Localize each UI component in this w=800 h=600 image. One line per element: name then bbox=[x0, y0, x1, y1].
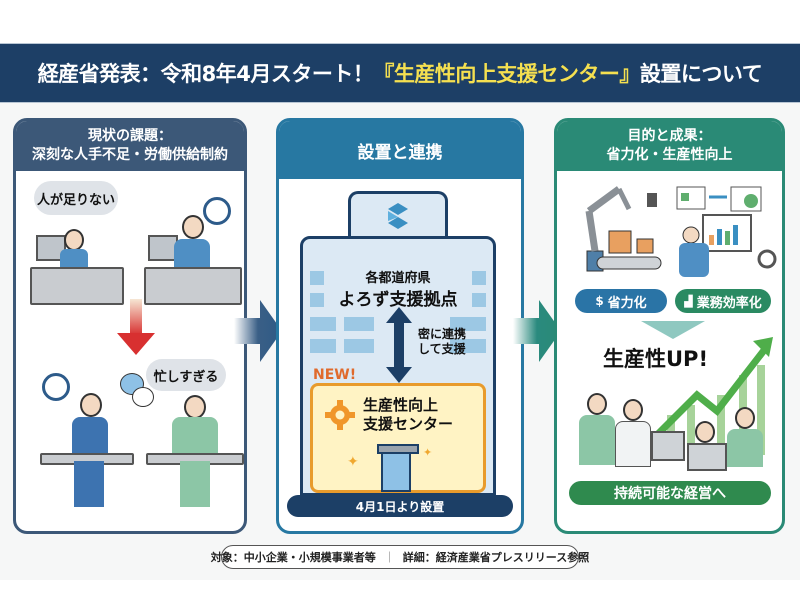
worker-woman-body bbox=[60, 249, 88, 269]
worker-woman-icon bbox=[623, 399, 643, 421]
worker-raising-fist-body bbox=[727, 429, 763, 467]
bubble-busy-text: 忙しすぎる bbox=[153, 369, 219, 385]
window bbox=[310, 293, 324, 307]
window bbox=[344, 339, 374, 353]
hub-label-line2: よろず支援拠点 bbox=[338, 290, 458, 310]
window bbox=[450, 317, 486, 331]
worker-laptop-icon bbox=[695, 421, 715, 443]
footer-detail: 詳細：経済産業省プレスリリース参照 bbox=[402, 551, 590, 564]
coin-hand-icon: $ bbox=[595, 294, 604, 308]
laptop-icon bbox=[687, 443, 727, 471]
window bbox=[450, 339, 486, 353]
window bbox=[310, 271, 324, 285]
right-arrow-icon bbox=[513, 300, 561, 362]
analytics-worker-icon bbox=[676, 186, 777, 277]
factory-worker-body bbox=[172, 417, 218, 457]
panel-current-title-line2: 深刻な人手不足・労働供給制約 bbox=[32, 147, 228, 163]
logo-icon bbox=[388, 203, 408, 229]
panel-goal-header: 目的と成果： 省力化・生産性向上 bbox=[557, 121, 782, 171]
bidirectional-arrow-icon bbox=[386, 307, 412, 383]
clock-icon bbox=[42, 373, 70, 401]
panel-goal-title-line2: 省力化・生産性向上 bbox=[606, 147, 733, 163]
worker-raising-fist-icon bbox=[735, 407, 755, 429]
factory-worker-legs bbox=[180, 461, 210, 507]
pill-efficiency: ▟ 業務効率化 bbox=[675, 289, 771, 313]
center-label-line1: 生産性向上 bbox=[363, 396, 439, 414]
panel-setup-title: 設置と連携 bbox=[357, 142, 443, 163]
window bbox=[344, 317, 374, 331]
bubble-shortage-text: 人が足りない bbox=[36, 192, 115, 208]
monitor-icon bbox=[651, 431, 685, 461]
hub-label-line1: 各都道府県 bbox=[365, 271, 431, 286]
footer-separator: ｜ bbox=[383, 551, 395, 564]
desk-icon bbox=[144, 267, 242, 305]
panel-goal-title-line1: 目的と成果： bbox=[627, 128, 712, 144]
productivity-up-headline: 生産性UP! bbox=[603, 347, 709, 371]
down-arrow-shaft bbox=[130, 299, 142, 335]
window bbox=[310, 317, 336, 331]
link-label-line2: して支援 bbox=[418, 342, 466, 356]
panel-current-header: 現状の課題： 深刻な人手不足・労働供給制約 bbox=[16, 121, 244, 171]
worker-cheering-icon bbox=[587, 393, 607, 415]
robot-arm-icon bbox=[585, 186, 662, 272]
panel-setup-header: 設置と連携 bbox=[279, 121, 521, 179]
support-building: 各都道府県 よろず支援拠点 密に連携 して支援 NEW! 生産性向上 支援センタ… bbox=[300, 191, 496, 496]
title-prefix: 経産省発表：令和8年4月スタート！ bbox=[37, 62, 374, 86]
setup-date-text: 4月1日より設置 bbox=[355, 499, 445, 514]
chat-bubble-secondary bbox=[132, 387, 154, 407]
panel-goals-results: 目的と成果： 省力化・生産性向上 $ 省力化 ▟ 業務効率化 bbox=[554, 118, 785, 534]
sustainable-management-text: 持続可能な経営へ bbox=[614, 486, 726, 502]
sustainable-management-label: 持続可能な経営へ bbox=[569, 481, 771, 505]
title-suffix: 設置について bbox=[639, 62, 763, 86]
panel-setup-collaboration: 設置と連携 各都道府県 よろず支援拠点 密に連携 して支援 NEW! bbox=[276, 118, 524, 534]
footer-target: 対象：中小企業・小規模事業者等 bbox=[210, 551, 376, 564]
worker-man-icon bbox=[182, 215, 204, 239]
clock-icon bbox=[203, 197, 231, 225]
stressed-worker-body bbox=[72, 417, 108, 457]
desk-icon bbox=[30, 267, 124, 305]
monitor-icon bbox=[148, 235, 178, 261]
pill-labor-saving: $ 省力化 bbox=[575, 289, 667, 313]
sparkle-icon: ✦ bbox=[347, 454, 359, 470]
entrance-door bbox=[381, 452, 411, 492]
window bbox=[472, 293, 486, 307]
pill-labor-saving-text: 省力化 bbox=[607, 295, 647, 311]
title-highlight: 『生産性向上支援センター』 bbox=[373, 62, 640, 86]
panel-current-issues: 現状の課題： 深刻な人手不足・労働供給制約 人が足りない 忙しすぎる bbox=[13, 118, 247, 534]
worker-woman-icon bbox=[64, 229, 84, 251]
new-badge: NEW! bbox=[311, 367, 359, 383]
building-tower bbox=[348, 191, 448, 241]
speech-bubble-shortage: 人が足りない bbox=[34, 181, 118, 215]
new-center-box: NEW! 生産性向上 支援センター ✦ ✦ bbox=[310, 367, 486, 493]
center-label: 生産性向上 支援センター bbox=[363, 396, 453, 434]
stressed-worker-icon bbox=[80, 393, 102, 417]
worker-cheering-body bbox=[579, 415, 615, 465]
panel-current-title-line1: 現状の課題： bbox=[88, 128, 172, 144]
right-arrow-icon bbox=[234, 300, 282, 362]
window bbox=[310, 339, 336, 353]
title-banner: 経産省発表：令和8年4月スタート！ 『生産性向上支援センター』 設置について bbox=[0, 43, 800, 103]
sparkle-icon: ✦ bbox=[423, 446, 433, 459]
footer-note: 対象：中小企業・小規模事業者等 ｜ 詳細：経済産業省プレスリリース参照 bbox=[211, 545, 589, 569]
down-chevron-icon bbox=[641, 321, 705, 339]
stressed-factory-worker-icon bbox=[184, 395, 206, 419]
setup-date-label: 4月1日より設置 bbox=[287, 495, 513, 517]
speech-bubble-busy: 忙しすぎる bbox=[146, 359, 226, 391]
worker-woman-body bbox=[615, 421, 651, 467]
pill-efficiency-text: 業務効率化 bbox=[696, 295, 762, 311]
link-label: 密に連携 して支援 bbox=[418, 327, 466, 357]
down-arrow-icon bbox=[117, 333, 155, 355]
gear-icon bbox=[325, 400, 355, 430]
link-label-line1: 密に連携 bbox=[418, 327, 467, 341]
center-label-line2: 支援センター bbox=[363, 415, 454, 433]
window bbox=[472, 271, 486, 285]
bar-chart-icon: ▟ bbox=[684, 294, 693, 308]
worker-man-body bbox=[174, 239, 210, 269]
stressed-worker-legs bbox=[74, 461, 104, 507]
